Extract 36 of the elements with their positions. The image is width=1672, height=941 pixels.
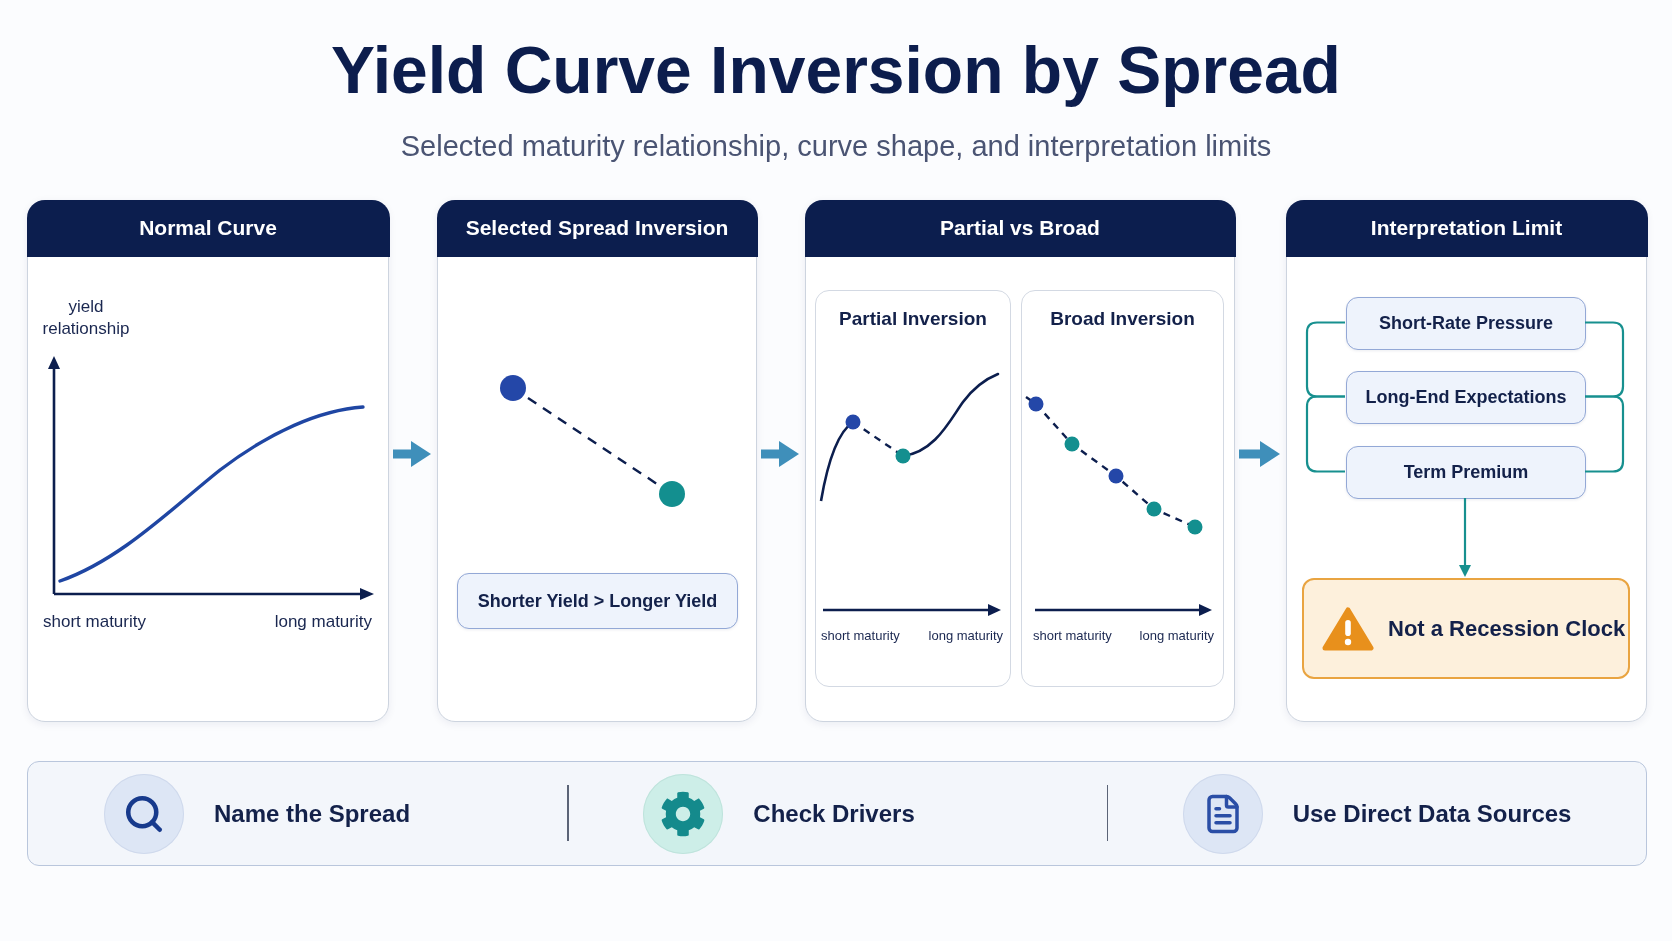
connector-line — [1305, 321, 1345, 398]
warning-box — [1302, 578, 1630, 679]
arrow — [393, 441, 431, 467]
arrow — [1239, 441, 1280, 467]
warning-text: Not a Recession Clock — [1388, 615, 1626, 643]
statement-box: Shorter Yield > Longer Yield — [457, 573, 738, 629]
panel-header: Normal Curve — [26, 199, 390, 257]
panel-header: Interpretation Limit — [1285, 199, 1648, 257]
axis-label: long maturity — [274, 611, 372, 633]
panel-header: Selected Spread Inversion — [436, 199, 758, 257]
axis-label: short maturity — [1033, 627, 1112, 645]
arrow — [1459, 498, 1471, 577]
axis-label: short maturity — [821, 627, 900, 645]
connector-line — [1585, 321, 1625, 398]
tip-text: Name the Spread — [214, 798, 411, 829]
panel-card — [1286, 200, 1647, 722]
axis-label: long maturity — [928, 627, 1003, 645]
tip-text: Check Drivers — [753, 798, 915, 829]
title: Yield Curve Inversion by Spread — [331, 32, 1341, 108]
tips-bar — [27, 761, 1647, 866]
subtitle: Selected maturity relationship, curve shape, and interpretation limits — [400, 129, 1272, 164]
connector-line — [1585, 395, 1625, 473]
axis-label: long maturity — [1139, 627, 1214, 645]
arrow — [761, 441, 799, 467]
tip-text: Use Direct Data Sources — [1292, 798, 1572, 829]
axis-label: short maturity — [43, 611, 146, 633]
factor-box: Long-End Expectations — [1346, 371, 1586, 424]
factor-box: Term Premium — [1346, 446, 1586, 499]
connector-line — [1305, 395, 1345, 473]
panel-card — [437, 200, 757, 722]
panel-card — [27, 200, 389, 722]
card-title: Partial Inversion — [839, 307, 987, 331]
card-title: Broad Inversion — [1050, 307, 1195, 331]
factor-box: Short-Rate Pressure — [1346, 297, 1586, 350]
panel-header: Partial vs Broad — [804, 199, 1236, 257]
axis-label: yield relationship — [41, 296, 131, 340]
